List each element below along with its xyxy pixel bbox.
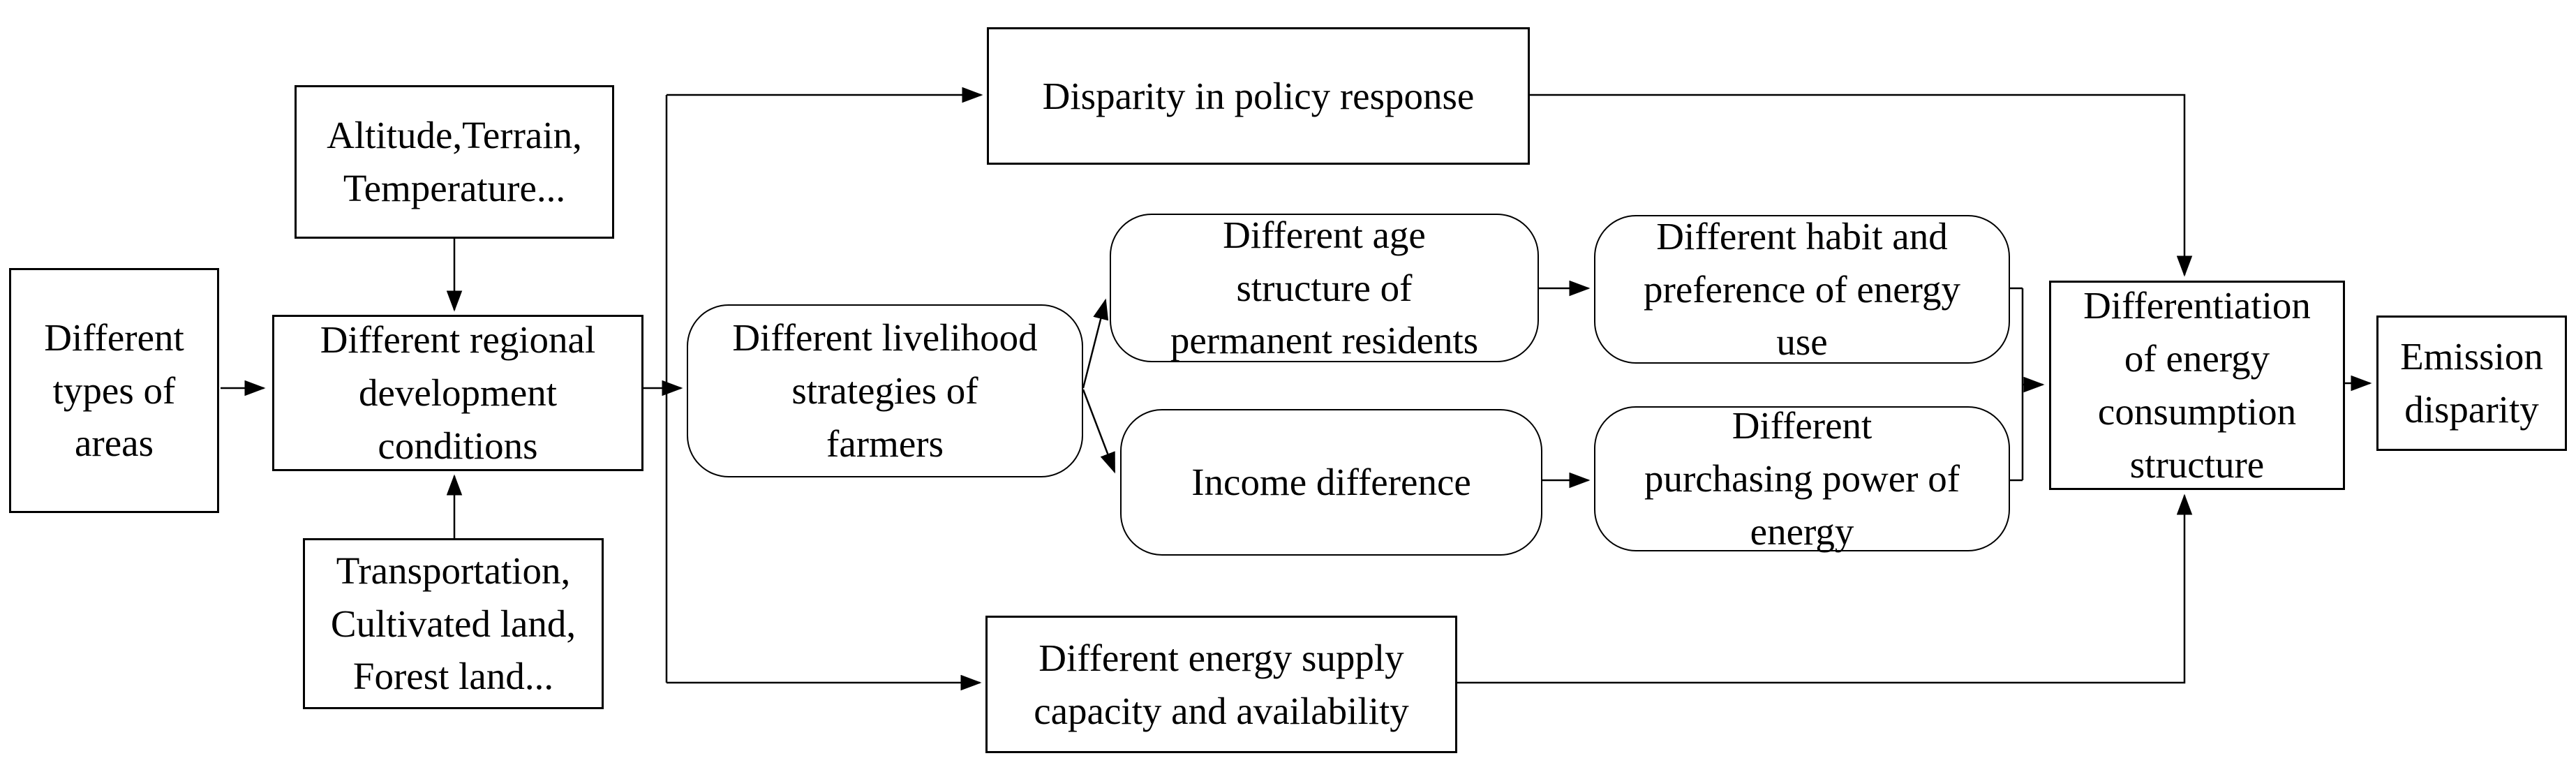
- node-disparity-policy-response: Disparity in policy response: [987, 27, 1530, 165]
- node-label: Different energy supply capacity and ava…: [1034, 636, 1409, 732]
- node-label: Different purchasing power of energy: [1644, 404, 1960, 553]
- node-label: Different regional development condition…: [320, 318, 596, 467]
- node-differentiation-energy-consumption: Differentiation of energy consumption st…: [2049, 281, 2345, 490]
- node-habit-preference: Different habit and preference of energy…: [1594, 215, 2010, 364]
- node-energy-supply: Different energy supply capacity and ava…: [985, 616, 1457, 753]
- node-different-types-of-areas: Different types of areas: [9, 268, 219, 513]
- node-label: Different habit and preference of energy…: [1644, 214, 1960, 364]
- node-label: Transportation, Cultivated land, Forest …: [330, 549, 576, 698]
- node-income-difference: Income difference: [1120, 409, 1542, 556]
- node-altitude-terrain-temperature: Altitude,Terrain, Temperature...: [295, 85, 614, 239]
- node-label: Disparity in policy response: [1042, 74, 1475, 117]
- node-label: Income difference: [1191, 461, 1471, 504]
- node-label: Differentiation of energy consumption st…: [2083, 284, 2311, 486]
- node-livelihood-strategies: Different livelihood strategies of farme…: [687, 304, 1083, 477]
- node-label: Different age structure of permanent res…: [1170, 213, 1479, 362]
- node-purchasing-power: Different purchasing power of energy: [1594, 404, 2010, 553]
- edge-livelihood-to-age: [1082, 298, 1109, 389]
- node-label: Emission disparity: [2400, 335, 2543, 431]
- node-regional-development-conditions: Different regional development condition…: [272, 315, 643, 471]
- node-age-structure: Different age structure of permanent res…: [1110, 214, 1539, 362]
- edge-livelihood-to-income: [1082, 389, 1116, 474]
- node-label: Different livelihood strategies of farme…: [732, 316, 1038, 465]
- node-emission-disparity: Emission disparity: [2376, 316, 2567, 451]
- node-label: Altitude,Terrain, Temperature...: [327, 114, 582, 209]
- node-label: Different types of areas: [44, 316, 184, 465]
- node-transportation-cultivated-forest: Transportation, Cultivated land, Forest …: [303, 538, 604, 709]
